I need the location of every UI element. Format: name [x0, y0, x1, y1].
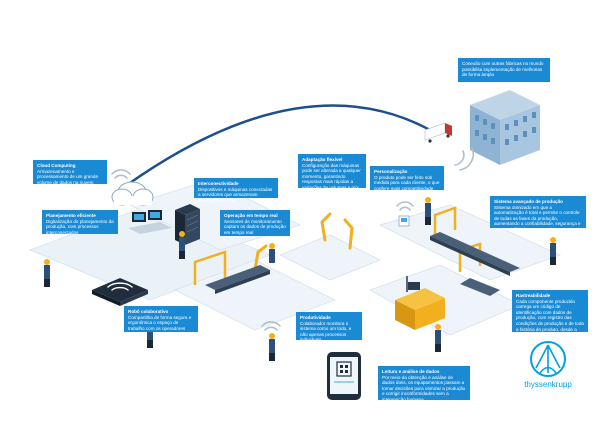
callout-operacao-tempo-real: Operação em tempo real Sensores de monit…	[220, 210, 290, 236]
server-rack-icon	[175, 204, 200, 245]
callout-title: Interconectividade	[198, 181, 239, 186]
conveyor-belt-icon	[205, 265, 270, 294]
cloud-icon	[111, 181, 154, 206]
callout-title: Operação em tempo real	[224, 213, 278, 218]
callout-adaptacao-flexivel: Adaptação flexível Configuração das máqu…	[298, 154, 366, 196]
sensor-device-icon	[398, 215, 410, 227]
network-connection-arc	[119, 104, 431, 192]
router-icon	[92, 278, 148, 306]
callout-rastreabilidade: Rastreabilidade Cada componente produzid…	[512, 290, 588, 337]
headquarters-building-icon	[470, 90, 540, 165]
callout-body: O produto pode ser feito sob medida para…	[374, 174, 440, 191]
callout-title: Cloud Computing	[37, 163, 76, 168]
callout-title: Rastreabilidade	[516, 293, 551, 298]
callout-body: Sensores de monitoramento captam os dado…	[224, 218, 286, 235]
robot-arm-icon	[320, 212, 332, 242]
callout-produtividade: Produtividade Colaborador monitora o sis…	[296, 312, 362, 343]
callout-title: Produtividade	[300, 315, 331, 320]
wifi-signal-icon	[261, 321, 281, 331]
callout-title: Personalização	[374, 169, 408, 174]
wifi-signal-icon	[111, 169, 131, 179]
callout-body: Configuração das máquinas pode ser alter…	[302, 162, 361, 196]
callout-personalizacao: Personalização O produto pode ser feito …	[370, 166, 444, 191]
gantry-frame-icon	[193, 250, 227, 285]
callout-body: Digitalização do planejamento da produçã…	[46, 218, 114, 235]
worker-icon	[269, 333, 275, 361]
callout-leitura-analise: Leitura e análise de dados Por meio da o…	[378, 366, 470, 402]
worker-icon	[425, 197, 431, 225]
wifi-signal-icon	[396, 201, 414, 211]
worker-icon	[269, 243, 275, 263]
wifi-signal-icon	[454, 147, 475, 171]
robot-arm-icon	[253, 244, 268, 272]
thyssenkrupp-logo-icon	[530, 341, 566, 377]
worker-icon	[179, 231, 185, 259]
press-machine-icon	[395, 288, 445, 330]
callout-body: Dispositivos e máquinas conectadas a ser…	[198, 186, 273, 203]
callout-cloud-computing: Cloud Computing Armazenamento e processa…	[33, 160, 107, 185]
callout-body: Sistema otimizado em que a automatização…	[494, 204, 581, 232]
brand-name: thyssenkrupp	[524, 380, 572, 389]
callout-title: Planejamento eficiente	[46, 213, 96, 218]
callout-conexao: Conexão com outras fábricas no mundo pos…	[458, 58, 550, 82]
robot-arm-icon	[343, 218, 354, 250]
callout-body: Por meio da obtenção e análise de dados …	[382, 374, 466, 402]
control-desk-icon	[128, 210, 172, 234]
forklift-icon	[406, 276, 420, 292]
delivery-truck-icon	[424, 122, 452, 143]
callout-body: Armazenamento e processamento de um gran…	[37, 168, 99, 185]
worker-icon	[550, 237, 556, 265]
callout-title: Robô colaborativo	[128, 309, 169, 314]
callout-interconectividade: Interconectividade Dispositivos e máquin…	[194, 178, 278, 203]
callout-planejamento-eficiente: Planejamento eficiente Digitalização do …	[42, 210, 118, 235]
worker-icon	[44, 259, 50, 287]
callout-title: Sistema avançado de produção	[494, 199, 563, 204]
conveyor-belt-icon	[430, 232, 520, 276]
callout-body: Cada componente produzido carrega um cód…	[516, 298, 584, 338]
callout-body: Conexão com outras fábricas no mundo pos…	[462, 61, 544, 78]
callout-body: Compartilha de forma segura e ergonômica…	[128, 314, 192, 331]
gantry-frame-icon	[433, 206, 457, 235]
callout-sistema-avancado: Sistema avançado de produção Sistema oti…	[490, 196, 586, 232]
conveyor-belt-icon	[460, 278, 500, 296]
callout-robo-colaborativo: Robô colaborativo Compartilha de forma s…	[124, 306, 198, 332]
callout-title: Leitura e análise de dados	[382, 369, 440, 374]
smartphone-icon	[327, 352, 361, 400]
callout-title: Adaptação flexível	[302, 157, 343, 162]
callout-body: Colaborador monitora o sistema como um t…	[300, 320, 352, 343]
worker-icon	[435, 324, 441, 352]
